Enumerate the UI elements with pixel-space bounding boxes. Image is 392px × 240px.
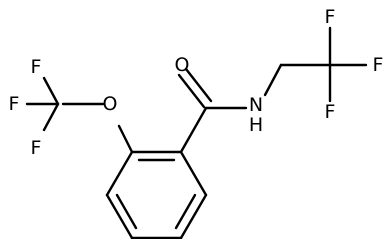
atom-hydrogen-amide: H — [249, 114, 263, 136]
bond-ring-carbonyl — [179, 106, 208, 154]
atom-fluorine-left-left: F — [9, 93, 20, 115]
ring-bond-4 — [105, 193, 134, 239]
ring-bond-2 — [179, 193, 208, 239]
ring-inner-bond-left — [115, 193, 138, 230]
bond-cf3-left-f-top — [42, 76, 60, 106]
bond-ring-ether-oxygen — [117, 124, 134, 154]
ring-bond-5 — [105, 150, 134, 197]
bond-nitrogen-ch2 — [263, 63, 283, 97]
atom-fluorine-right-bottom: F — [325, 101, 336, 123]
atom-fluorine-right-top: F — [325, 6, 336, 28]
atom-fluorine-right-right: F — [373, 54, 384, 76]
bond-carbonyl-double-2 — [184, 67, 213, 103]
atom-nitrogen-amide: N — [249, 94, 263, 116]
benzene-ring — [105, 150, 208, 239]
bond-cf3-left-f-bottom — [42, 102, 60, 132]
atom-oxygen-carbonyl: O — [175, 54, 190, 76]
atom-fluorine-left-top: F — [31, 56, 42, 78]
ring-bond-1 — [179, 150, 208, 197]
atom-fluorine-left-bottom: F — [31, 137, 42, 159]
atom-oxygen-ether: O — [103, 93, 118, 115]
bond-carbonyl-double-1 — [177, 73, 206, 109]
ring-inner-bond-right — [174, 193, 197, 230]
